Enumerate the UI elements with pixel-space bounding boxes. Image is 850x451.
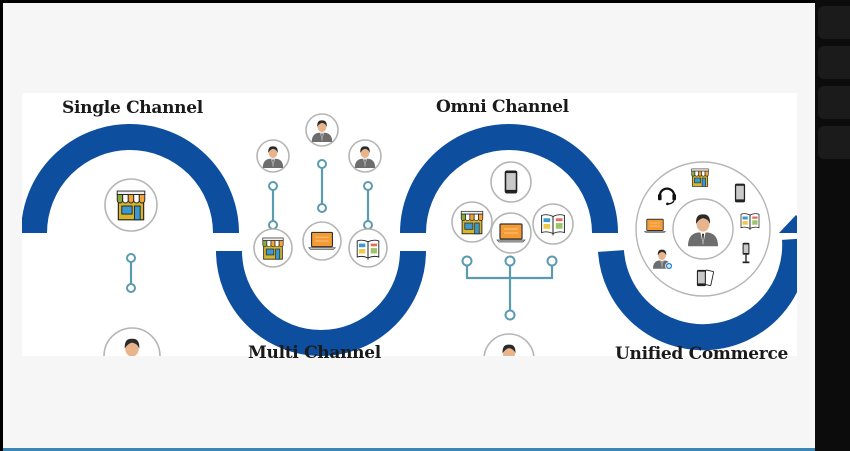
channel-evolution-diagram xyxy=(22,113,797,356)
customer-icon xyxy=(502,344,516,356)
single-store-node xyxy=(104,178,158,232)
customer-icon xyxy=(262,146,284,169)
wave-arc-multi xyxy=(216,250,426,356)
progress-bar xyxy=(3,448,815,451)
multi-connector xyxy=(363,181,373,230)
omni-mobile-node xyxy=(490,161,532,203)
customer-icon xyxy=(688,214,718,247)
catalog-icon xyxy=(740,213,760,230)
omni-connector-tree xyxy=(461,255,558,321)
wave-arc-omni xyxy=(400,124,618,234)
catalog-icon xyxy=(356,239,380,260)
multi-connector xyxy=(317,159,327,213)
side-panel xyxy=(815,0,850,451)
headset-icon xyxy=(658,187,676,206)
mobile-icon xyxy=(734,183,746,203)
store-icon xyxy=(460,210,484,235)
store-icon xyxy=(691,168,709,187)
stage-label-unified: Unified Commerce xyxy=(615,344,789,364)
wave-path xyxy=(22,124,797,356)
side-panel-tab[interactable] xyxy=(818,126,850,159)
customer-add-icon xyxy=(653,249,673,270)
stage-label-omni: Omni Channel xyxy=(436,97,569,117)
omni-customer-node xyxy=(483,333,535,356)
wave-arc-single xyxy=(22,124,239,234)
multi-customer-node xyxy=(305,113,339,147)
stage-label-single: Single Channel xyxy=(62,98,203,118)
laptop-icon xyxy=(307,231,337,250)
laptop-icon xyxy=(643,218,667,234)
customer-icon xyxy=(354,146,376,169)
mobile-coupon-icon xyxy=(696,269,715,287)
laptop-icon xyxy=(496,223,526,243)
customer-icon xyxy=(124,338,140,356)
single-customer-node xyxy=(103,327,161,356)
mobile-icon xyxy=(504,170,518,194)
multi-connector xyxy=(268,181,278,230)
slide: Single Channel Multi Channel Omni Channe… xyxy=(22,93,797,364)
omni-store-node xyxy=(451,201,493,243)
kiosk-icon xyxy=(742,242,750,264)
side-panel-tab[interactable] xyxy=(818,6,850,39)
side-panel-tab[interactable] xyxy=(818,86,850,119)
side-panel-tab[interactable] xyxy=(818,46,850,79)
arrow-head-icon xyxy=(779,215,797,233)
store-icon xyxy=(262,237,284,260)
customer-icon xyxy=(311,120,333,143)
stage-label-multi: Multi Channel xyxy=(248,343,381,363)
multi-customer-node xyxy=(256,139,290,173)
catalog-icon xyxy=(541,214,565,236)
wave-arc-unified xyxy=(598,238,797,351)
multi-laptop-node xyxy=(302,221,342,261)
single-connector xyxy=(126,253,136,293)
multi-customer-node xyxy=(348,139,382,173)
store-icon xyxy=(116,190,146,221)
multi-catalog-node xyxy=(348,228,388,268)
unified-hub xyxy=(635,161,771,297)
omni-catalog-node xyxy=(532,203,574,245)
multi-store-node xyxy=(253,228,293,268)
omni-laptop-node xyxy=(490,212,532,254)
